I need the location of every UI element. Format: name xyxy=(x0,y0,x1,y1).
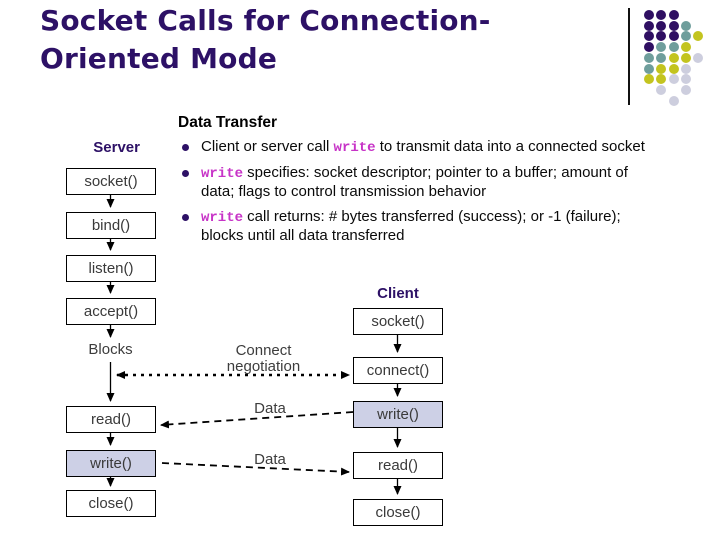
client-box-close: close() xyxy=(353,499,443,526)
body-text: Data Transfer Client or server call writ… xyxy=(178,114,658,252)
decorative-dot xyxy=(681,85,691,95)
server-box-read: read() xyxy=(66,406,156,433)
bullet-icon xyxy=(182,214,189,221)
connect-negotiation-label: Connect negotiation xyxy=(226,342,301,375)
decorative-dot xyxy=(681,64,691,74)
decorative-dot-grid xyxy=(644,10,716,112)
decorative-dot xyxy=(681,31,691,41)
decorative-dot xyxy=(656,21,666,31)
decorative-dot xyxy=(644,21,654,31)
decorative-dot xyxy=(669,42,679,52)
decorative-dot xyxy=(669,64,679,74)
text-run: call returns: # bytes transferred (succe… xyxy=(201,208,621,244)
decorative-dot xyxy=(669,96,679,106)
bullet-list: Client or server call write to transmit … xyxy=(178,138,658,245)
client-box-connect: connect() xyxy=(353,357,443,384)
server-column-label: Server xyxy=(93,139,140,156)
data-label-client-to-server: Data xyxy=(254,400,286,417)
decorative-dot xyxy=(644,64,654,74)
client-box-read: read() xyxy=(353,452,443,479)
decorative-dot xyxy=(656,42,666,52)
bullet-item: write call returns: # bytes transferred … xyxy=(178,208,658,245)
decorative-dot xyxy=(644,42,654,52)
decorative-dot xyxy=(656,53,666,63)
slide-title: Socket Calls for Connection-Oriented Mod… xyxy=(40,4,491,75)
server-box-write: write() xyxy=(66,450,156,477)
bullet-item: Client or server call write to transmit … xyxy=(178,138,658,157)
server-box-accept: accept() xyxy=(66,298,156,325)
decorative-dot xyxy=(669,74,679,84)
divider-line xyxy=(628,8,630,105)
inline-code: write xyxy=(201,166,244,182)
decorative-dot xyxy=(681,53,691,63)
decorative-dot xyxy=(669,10,679,20)
decorative-dot xyxy=(693,31,703,41)
decorative-dot xyxy=(656,74,666,84)
decorative-dot xyxy=(644,10,654,20)
section-heading: Data Transfer xyxy=(178,114,278,131)
decorative-dot xyxy=(656,31,666,41)
client-column-label: Client xyxy=(377,285,419,302)
client-box-write: write() xyxy=(353,401,443,428)
decorative-dot xyxy=(669,21,679,31)
decorative-dot xyxy=(693,53,703,63)
bullet-icon xyxy=(182,170,189,177)
decorative-dot xyxy=(656,10,666,20)
data-label-server-to-client: Data xyxy=(254,451,286,468)
text-run: specifies: socket descriptor; pointer to… xyxy=(201,164,628,200)
decorative-dot xyxy=(644,53,654,63)
server-box-bind: bind() xyxy=(66,212,156,239)
decorative-dot xyxy=(644,74,654,84)
bullet-icon xyxy=(182,144,189,151)
decorative-dot xyxy=(656,85,666,95)
inline-code: write xyxy=(333,140,376,156)
decorative-dot xyxy=(681,21,691,31)
client-box-socket: socket() xyxy=(353,308,443,335)
decorative-dot xyxy=(681,42,691,52)
bullet-item: write specifies: socket descriptor; poin… xyxy=(178,164,658,201)
decorative-dot xyxy=(644,31,654,41)
text-run: to transmit data into a connected socket xyxy=(375,138,645,155)
decorative-dot xyxy=(681,74,691,84)
decorative-dot xyxy=(669,53,679,63)
server-box-close: close() xyxy=(66,490,156,517)
decorative-dot xyxy=(656,64,666,74)
decorative-dot xyxy=(669,31,679,41)
inline-code: write xyxy=(201,210,244,226)
blocks-label: Blocks xyxy=(88,341,133,358)
server-box-listen: listen() xyxy=(66,255,156,282)
server-box-socket: socket() xyxy=(66,168,156,195)
text-run: Client or server call xyxy=(201,138,334,155)
